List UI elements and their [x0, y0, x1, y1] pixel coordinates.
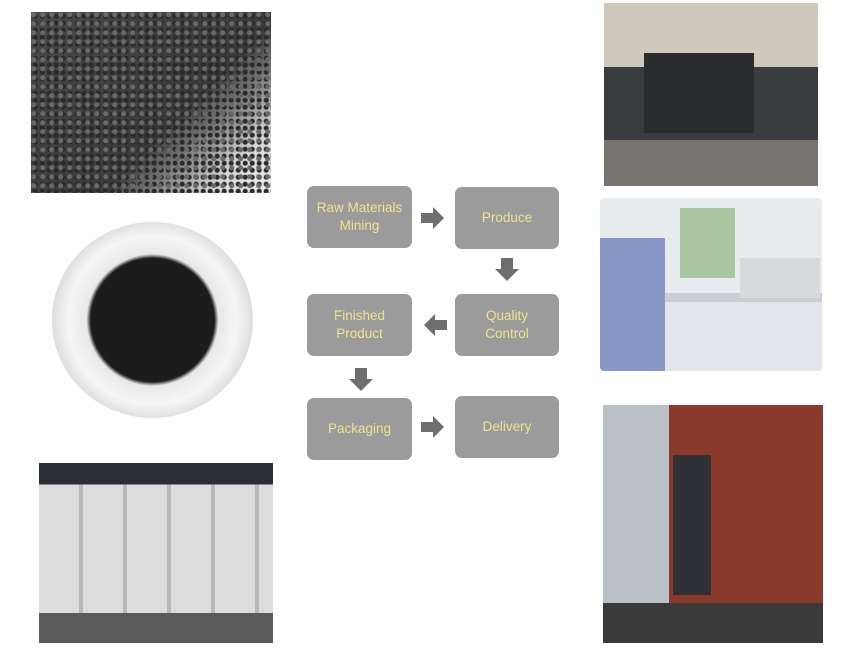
step-packaging: Packaging	[307, 398, 412, 460]
granules-in-bag-photo	[31, 12, 271, 193]
step-finished-product: Finished Product	[307, 294, 412, 356]
step-quality-control: Quality Control	[455, 294, 559, 356]
arrow-right-icon	[421, 207, 444, 229]
bulk-bags-warehouse-photo	[39, 463, 273, 643]
factory-machinery-photo	[604, 3, 818, 186]
container-truck-loading-photo	[603, 405, 823, 643]
granules-in-bowl-photo	[52, 222, 253, 418]
arrow-left-icon	[424, 314, 447, 336]
arrow-down-icon	[495, 258, 519, 281]
step-delivery: Delivery	[455, 396, 559, 458]
step-produce: Produce	[455, 187, 559, 249]
arrow-down-icon	[349, 368, 373, 391]
step-raw-materials-mining: Raw Materials Mining	[307, 186, 412, 248]
arrow-right-icon	[421, 416, 444, 438]
laboratory-photo	[600, 198, 822, 371]
